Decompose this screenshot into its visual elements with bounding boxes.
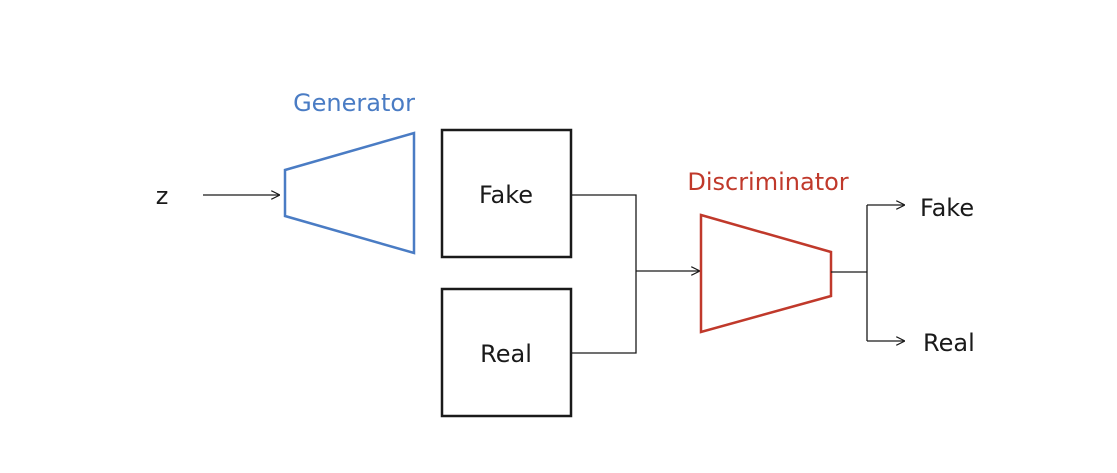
fake-box-label: Fake [479, 181, 533, 209]
merge-connector [571, 194, 637, 354]
generator-shape [283, 131, 416, 255]
output-fake-label: Fake [920, 194, 974, 222]
output-real-label: Real [923, 329, 975, 357]
real-box-label: Real [480, 340, 532, 368]
input-z-label: z [156, 182, 169, 210]
discriminator-label: Discriminator [687, 168, 848, 196]
real-box [440, 287, 573, 418]
generator-label: Generator [293, 89, 415, 117]
discriminator-shape [699, 213, 833, 334]
fake-box [440, 128, 573, 259]
